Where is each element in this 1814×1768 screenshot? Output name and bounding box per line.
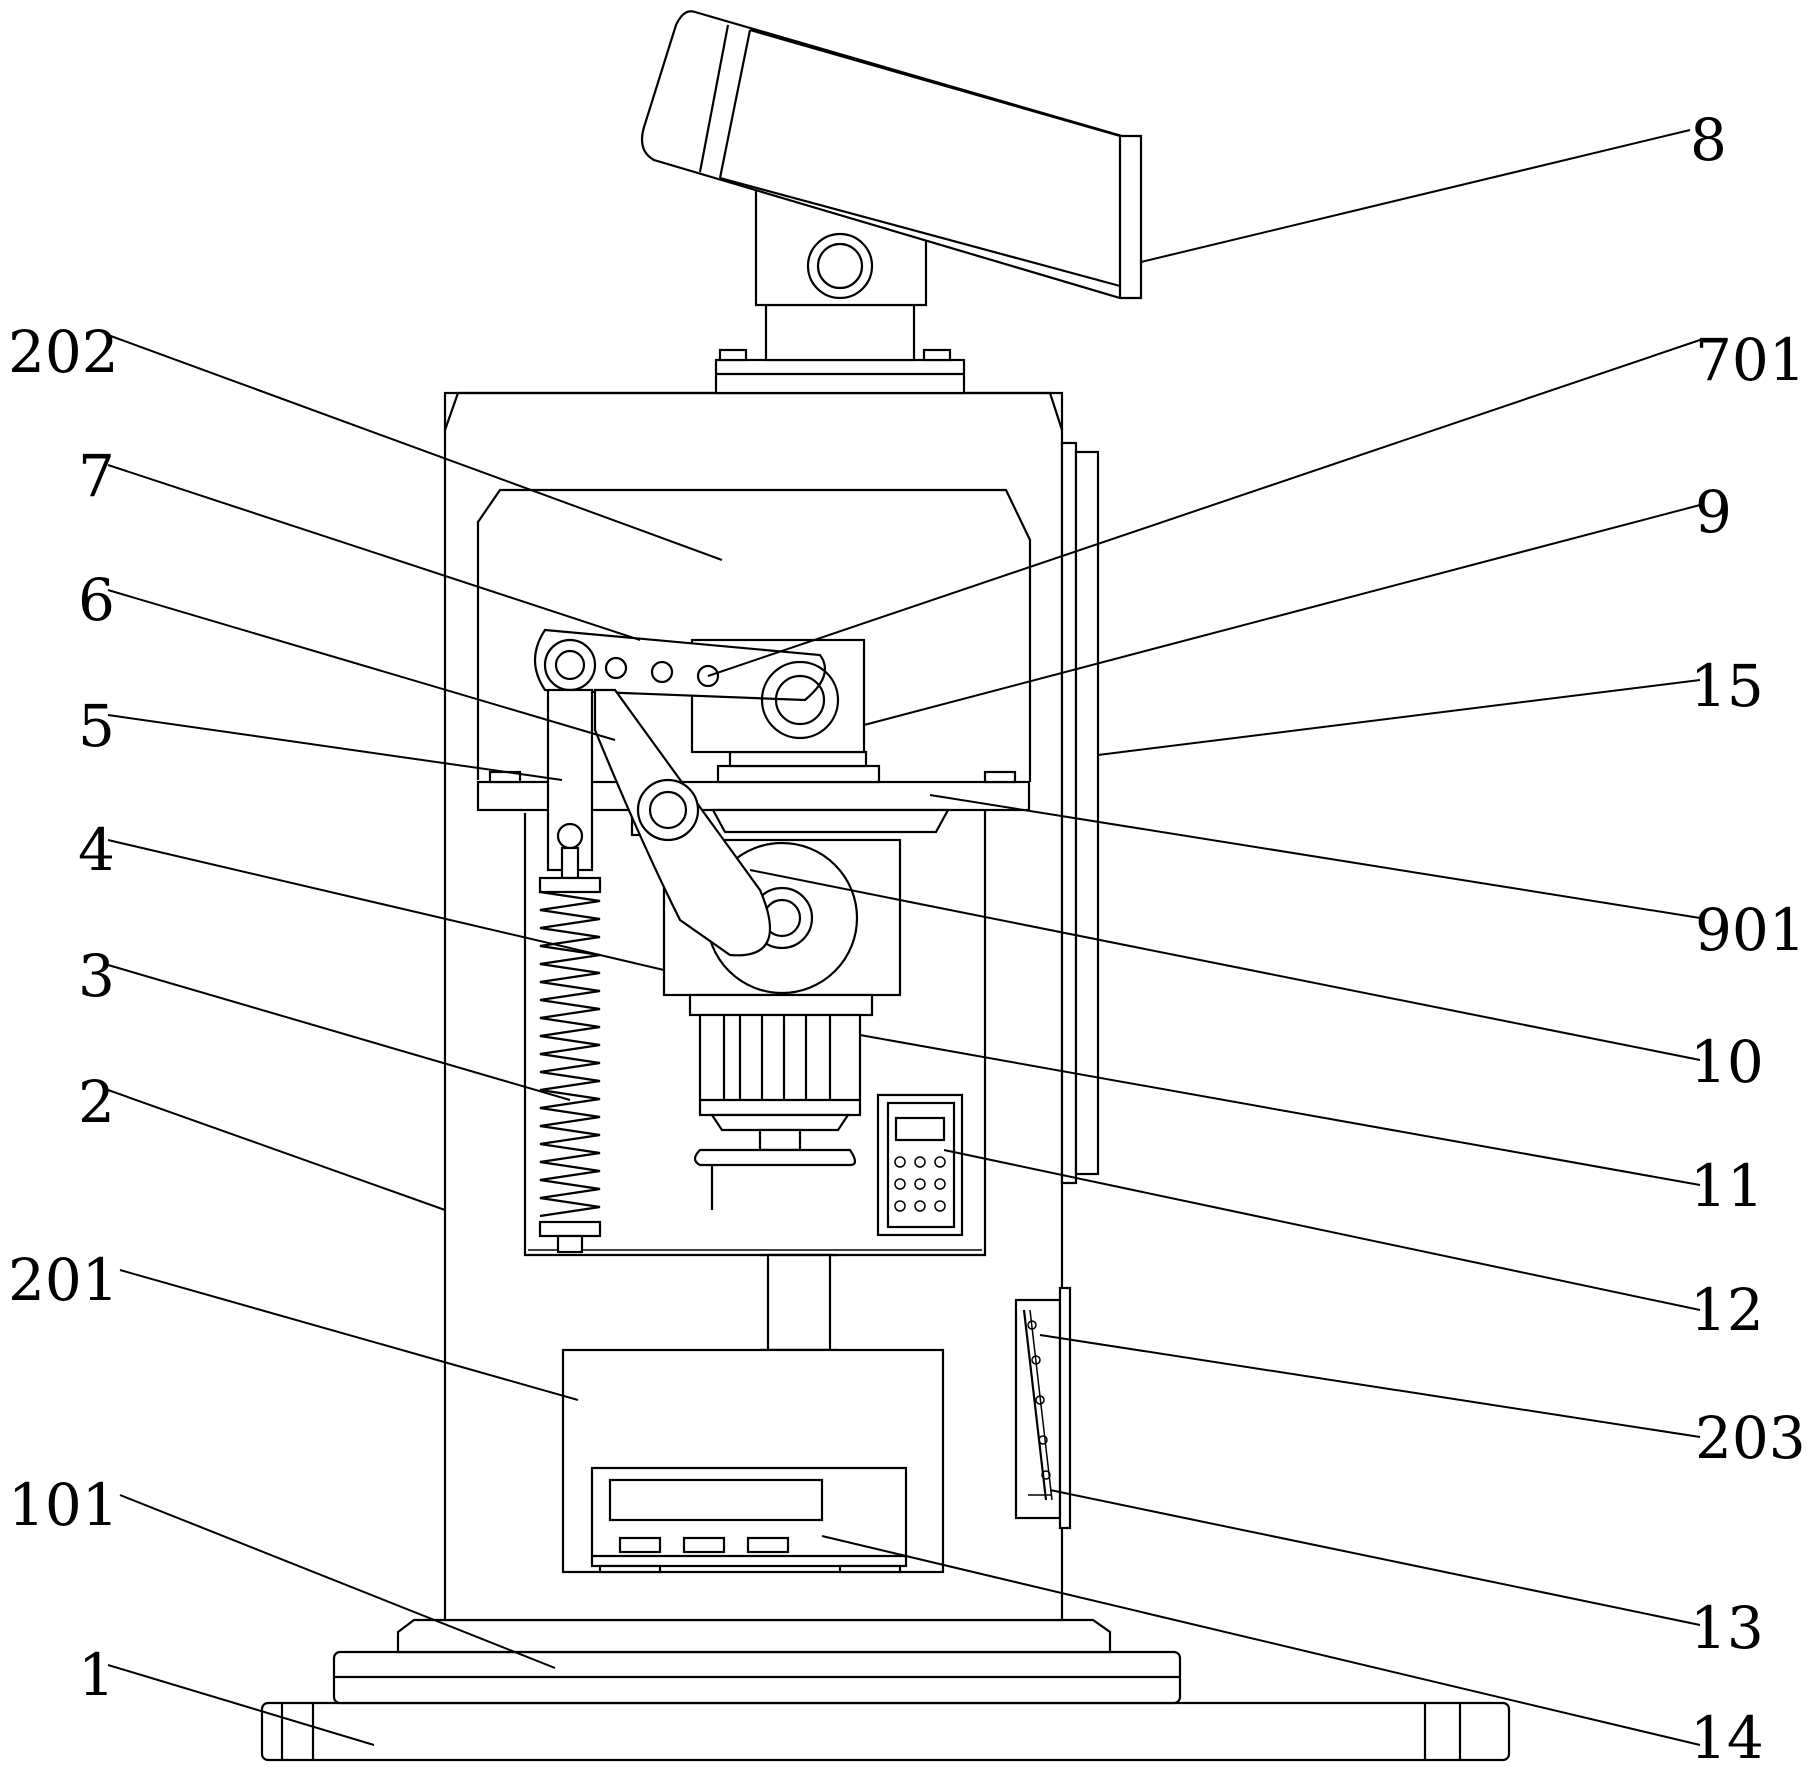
part-labels: 8 202 701 7 9 6 15 5 901 4 10 3 11 2 12 … xyxy=(8,106,1806,1768)
label-101: 101 xyxy=(8,1471,119,1539)
leader-15 xyxy=(1097,679,1701,756)
leader-202 xyxy=(107,334,723,561)
label-4: 4 xyxy=(78,816,115,884)
solar-panel xyxy=(640,10,1143,300)
leader-2 xyxy=(107,1089,446,1211)
leader-12 xyxy=(943,1149,1701,1311)
spring xyxy=(538,876,602,1254)
leader-701 xyxy=(707,339,1701,677)
leader-6 xyxy=(107,589,616,741)
controller xyxy=(876,1093,964,1237)
label-9: 9 xyxy=(1695,478,1732,546)
vertical-rod xyxy=(546,688,594,880)
leader-3 xyxy=(107,964,571,1101)
leader-lines xyxy=(107,129,1701,1746)
leader-11 xyxy=(859,1034,1701,1186)
leader-13 xyxy=(1049,1489,1701,1626)
label-6: 6 xyxy=(78,566,115,634)
link-plate xyxy=(534,628,840,740)
leader-10 xyxy=(749,869,1701,1061)
label-3: 3 xyxy=(78,942,115,1010)
lower-unit xyxy=(561,1253,945,1574)
label-10: 10 xyxy=(1690,1028,1764,1096)
leader-4 xyxy=(107,839,665,971)
leader-1 xyxy=(107,1664,375,1746)
leader-8 xyxy=(1140,129,1691,263)
label-203: 203 xyxy=(1695,1404,1806,1472)
label-7: 7 xyxy=(78,442,115,510)
leader-203 xyxy=(1039,1334,1701,1438)
leader-7 xyxy=(107,464,641,641)
leader-901 xyxy=(929,794,1701,919)
label-2: 2 xyxy=(78,1068,115,1136)
label-1: 1 xyxy=(78,1641,115,1709)
label-12: 12 xyxy=(1690,1276,1764,1344)
inner-compartment xyxy=(476,488,1032,1257)
label-8: 8 xyxy=(1690,106,1727,174)
label-15: 15 xyxy=(1690,652,1764,720)
stepped-base xyxy=(332,1618,1182,1705)
leader-5 xyxy=(107,714,563,781)
label-5: 5 xyxy=(78,692,115,760)
leader-14 xyxy=(821,1535,1701,1746)
label-11: 11 xyxy=(1690,1152,1764,1220)
leader-101 xyxy=(119,1494,556,1669)
motor xyxy=(693,1013,862,1210)
leader-9 xyxy=(863,504,1701,726)
crank-arm xyxy=(593,688,772,957)
label-701: 701 xyxy=(1695,326,1806,394)
base-plate xyxy=(260,1701,1511,1762)
label-14: 14 xyxy=(1690,1704,1764,1768)
label-201: 201 xyxy=(8,1246,119,1314)
leader-201 xyxy=(119,1269,579,1401)
label-13: 13 xyxy=(1690,1594,1764,1662)
label-202: 202 xyxy=(8,318,119,386)
label-901: 901 xyxy=(1695,896,1806,964)
